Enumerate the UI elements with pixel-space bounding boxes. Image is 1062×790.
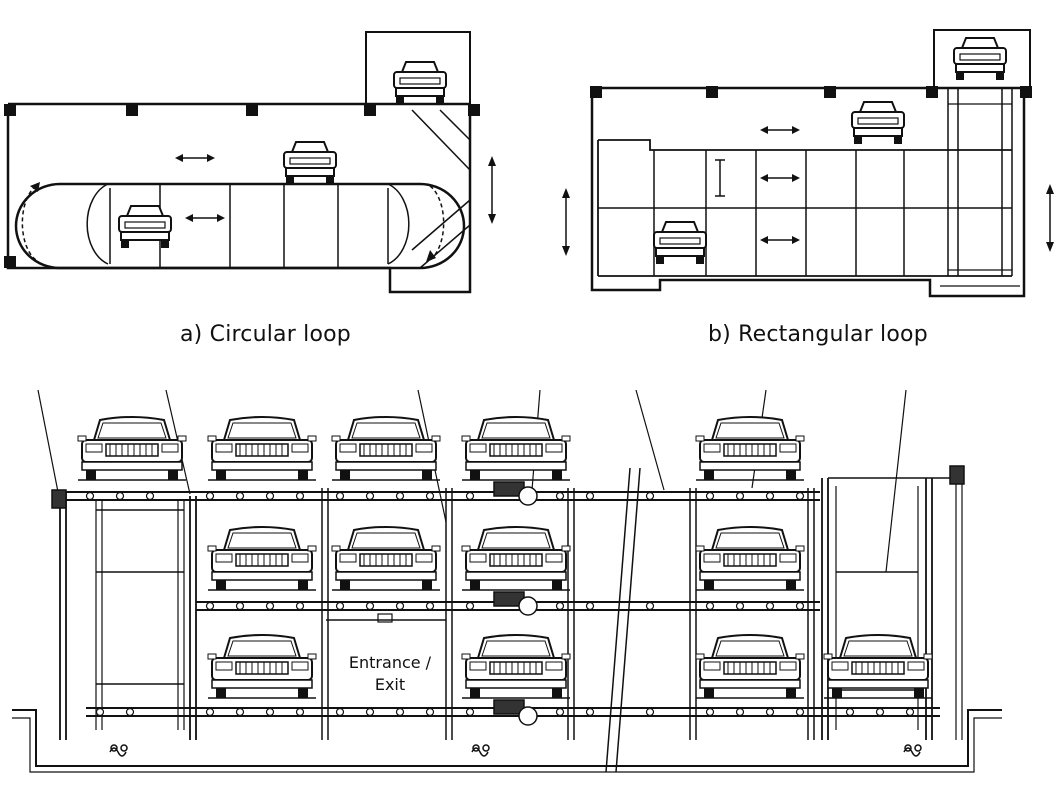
caption-rectangular-loop: b) Rectangular loop — [708, 322, 928, 347]
circular-loop-cars — [118, 61, 447, 249]
rail-wheels — [85, 491, 915, 717]
rectangular-arrows — [561, 125, 1055, 257]
parked-cars — [77, 416, 933, 699]
circular-columns — [4, 104, 480, 268]
entrance-exit-label: Entrance / Exit — [330, 652, 450, 696]
circular-loop-diagram — [6, 31, 472, 294]
multi-level-parking-section — [12, 389, 1002, 773]
drain-symbols — [109, 744, 922, 757]
drive-motors — [51, 465, 965, 726]
entrance-label-line1: Entrance / — [348, 653, 432, 672]
rectangular-loop-diagram — [590, 29, 1031, 298]
circular-arrows — [21, 153, 497, 262]
rectangular-loop-cars — [653, 37, 1007, 265]
caption-circular-loop: a) Circular loop — [180, 322, 351, 347]
entrance-label-line2: Exit — [374, 675, 406, 694]
